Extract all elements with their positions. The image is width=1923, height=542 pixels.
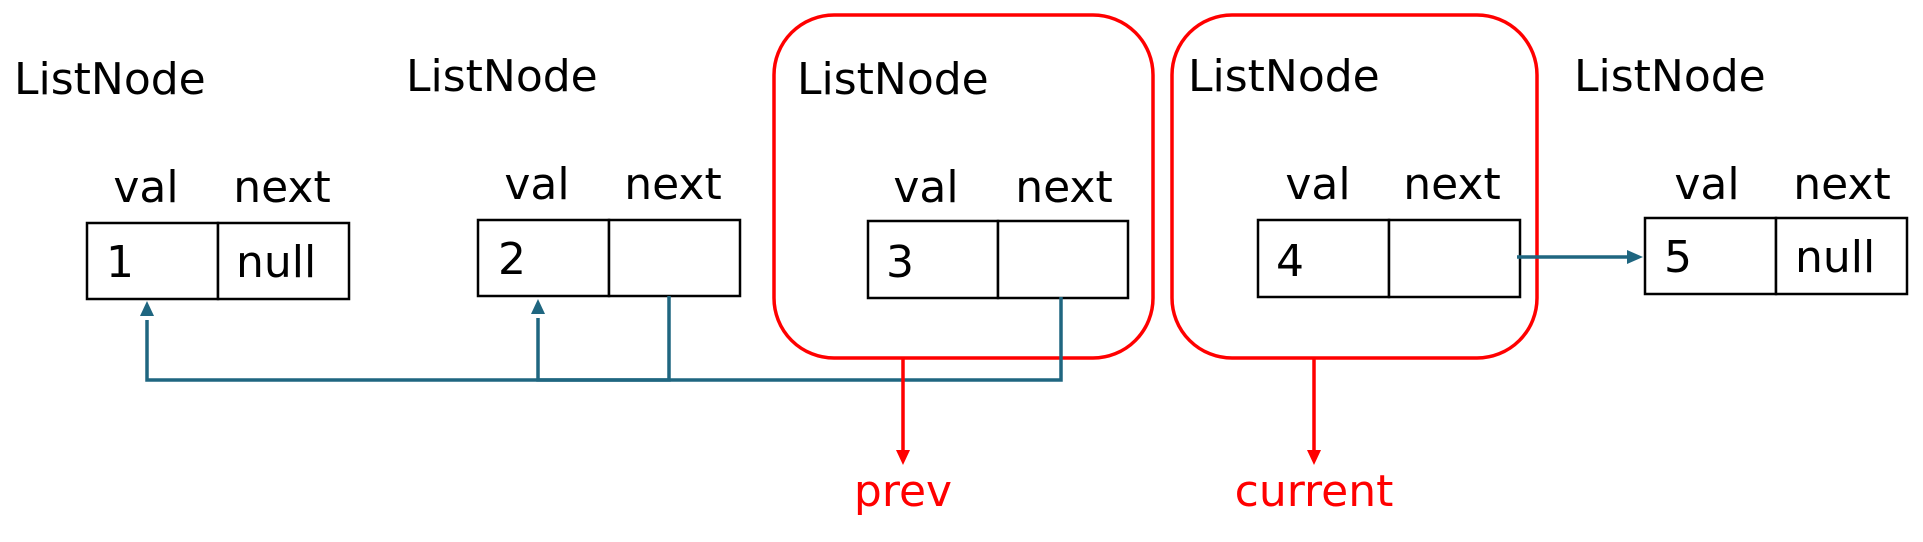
list-node-1: ListNode val next 1 null xyxy=(14,54,351,301)
reversed-links xyxy=(140,296,1063,382)
node-5-val-cell xyxy=(1643,216,1778,296)
current-highlight-box xyxy=(1170,13,1539,360)
arrowhead-to-node1 xyxy=(140,301,154,316)
node-2-next-cell xyxy=(607,218,742,298)
prev-highlight-box xyxy=(772,13,1155,360)
list-node-2: ListNode val next 2 xyxy=(406,51,742,298)
node-3-next-label: next xyxy=(1015,162,1112,213)
node-3-val-cell xyxy=(866,219,1000,300)
node-4-val-label: val xyxy=(1285,159,1350,210)
node-5-val: 5 xyxy=(1664,232,1692,283)
node-1-next-cell xyxy=(216,221,351,301)
node-5-next-label: next xyxy=(1793,159,1890,210)
node-1-next-label: next xyxy=(233,162,330,213)
node-2-val: 2 xyxy=(498,234,526,285)
link-node2-to-node1 xyxy=(145,296,671,382)
current-label: current xyxy=(1235,466,1394,517)
list-node-5: ListNode val next 5 null xyxy=(1574,51,1909,296)
node-3-val-label: val xyxy=(893,162,958,213)
node-1-title: ListNode xyxy=(14,54,206,105)
node-4-val: 4 xyxy=(1276,236,1304,287)
current-pointer: current xyxy=(1235,358,1394,517)
link-node3-to-node2 xyxy=(536,297,1063,382)
node-1-val-label: val xyxy=(113,162,178,213)
forward-link xyxy=(1517,250,1643,264)
node-3-title: ListNode xyxy=(797,54,989,105)
node-1-val-cell xyxy=(85,221,220,301)
node-4-title: ListNode xyxy=(1188,51,1380,102)
node-5-next-cell xyxy=(1774,216,1909,296)
node-5-next: null xyxy=(1795,232,1875,283)
node-4-next-cell xyxy=(1387,218,1522,299)
prev-arrowhead xyxy=(896,450,910,465)
node-2-val-cell xyxy=(476,218,611,298)
node-2-title: ListNode xyxy=(406,51,598,102)
node-4-next-label: next xyxy=(1403,159,1500,210)
node-2-next-label: next xyxy=(624,159,721,210)
list-node-4: ListNode val next 4 xyxy=(1170,13,1539,360)
list-node-3: ListNode val next 3 xyxy=(772,13,1155,360)
current-arrowhead xyxy=(1307,450,1321,465)
node-3-next-cell xyxy=(996,219,1130,300)
node-1-next: null xyxy=(236,237,316,288)
arrowhead-to-node5 xyxy=(1627,250,1643,264)
node-5-title: ListNode xyxy=(1574,51,1766,102)
node-5-val-label: val xyxy=(1674,159,1739,210)
node-2-val-label: val xyxy=(504,159,569,210)
arrowhead-to-node2 xyxy=(531,299,545,314)
node-4-val-cell xyxy=(1256,218,1391,299)
node-3-val: 3 xyxy=(886,237,914,288)
node-1-val: 1 xyxy=(106,237,134,288)
prev-label: prev xyxy=(854,466,952,517)
prev-pointer: prev xyxy=(854,358,952,517)
